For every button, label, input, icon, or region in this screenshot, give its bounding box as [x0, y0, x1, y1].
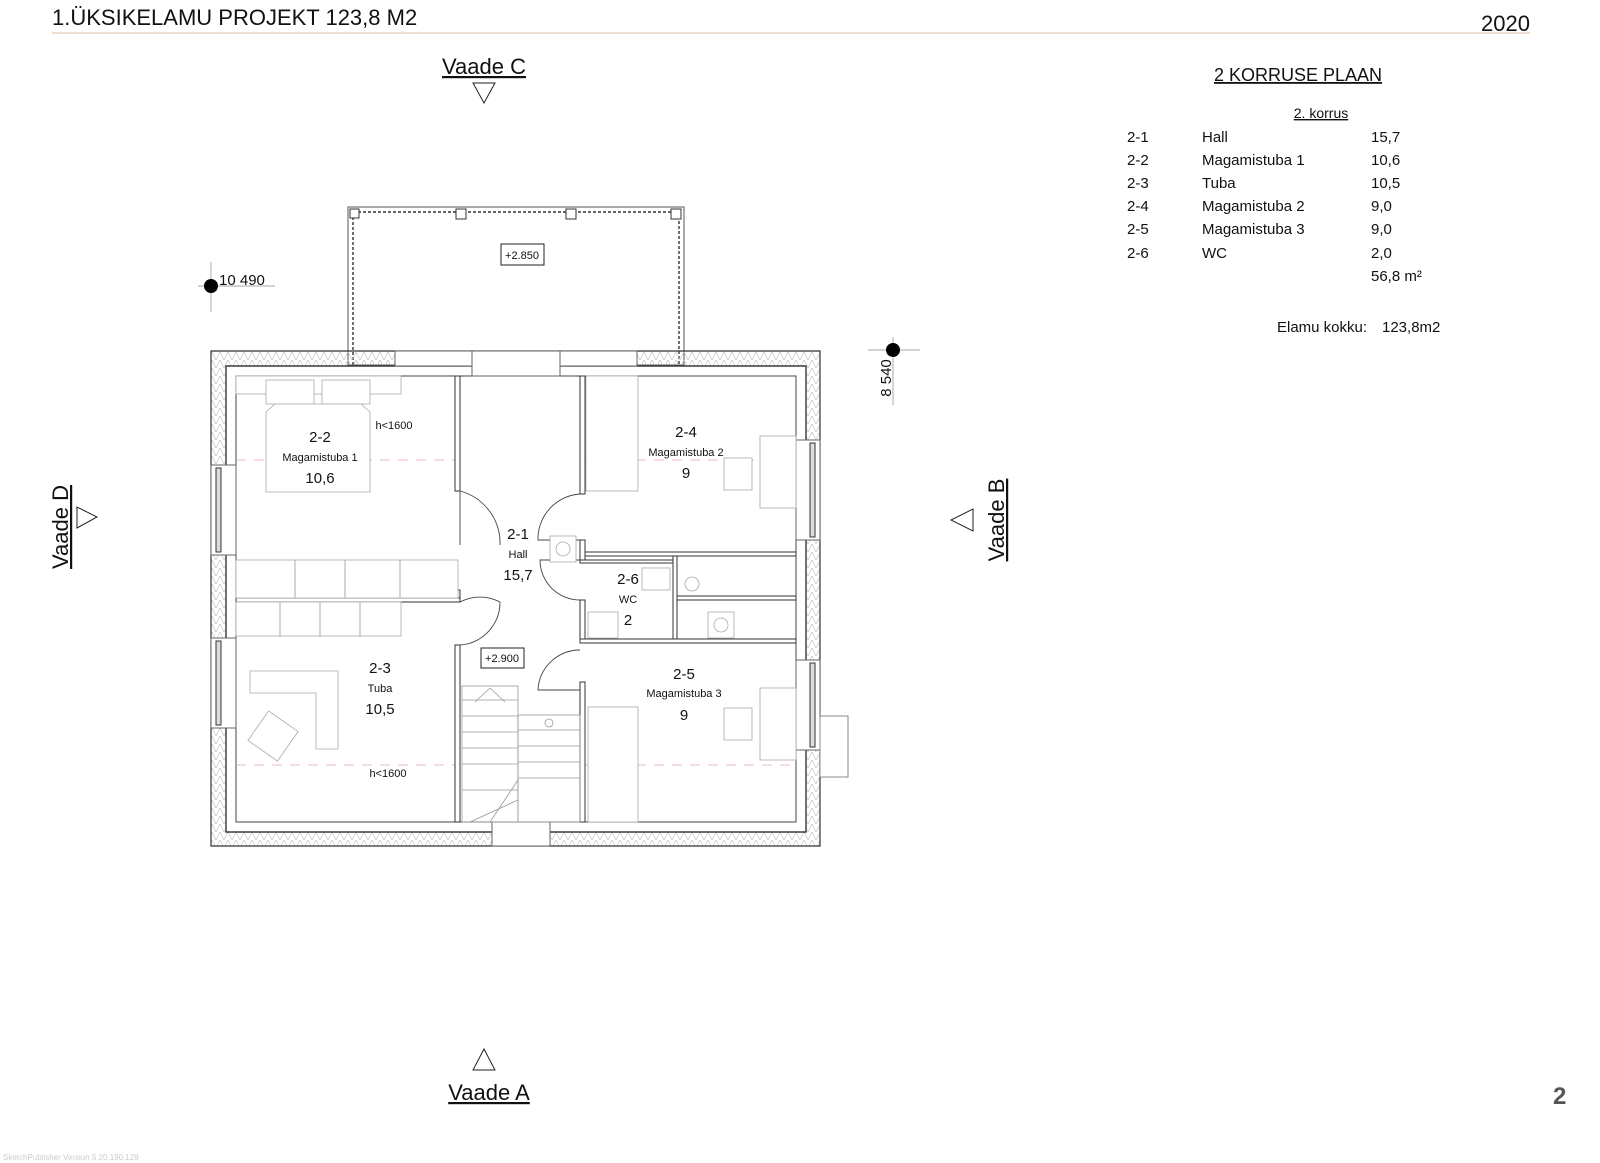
row-name: WC — [1202, 245, 1227, 262]
row-id: 2-6 — [1127, 245, 1149, 262]
view-c-label: Vaade C — [442, 54, 526, 79]
room-2-5: 2-5 Magamistuba 3 9 — [646, 666, 721, 724]
balcony-level-label: +2.850 — [505, 250, 539, 262]
schedule-row: 2-3 Tuba 10,5 — [1127, 175, 1400, 192]
room-schedule: 2 KORRUSE PLAAN 2. korrus 2-1 Hall 15,7 … — [1127, 65, 1440, 336]
row-name: Magamistuba 1 — [1202, 152, 1305, 169]
room-id: 2-1 — [507, 526, 529, 543]
doors — [459, 490, 581, 691]
coord-x-label: 10 490 — [219, 272, 265, 289]
vent-icon — [713, 617, 729, 633]
coordinate-marker-x: 10 490 — [198, 262, 275, 312]
room-area: 2 — [624, 612, 632, 629]
publisher-watermark: SketchPublisher Version 5.20.190.129 — [3, 1153, 139, 1162]
room-2-4: 2-4 Magamistuba 2 9 — [648, 424, 723, 482]
schedule-subtitle: 2. korrus — [1294, 105, 1348, 121]
schedule-total: 56,8 m² — [1371, 268, 1422, 285]
row-name: Tuba — [1202, 175, 1236, 192]
furniture — [235, 375, 797, 823]
marker-dot-icon — [886, 343, 900, 357]
page-number: 2 — [1553, 1083, 1566, 1110]
room-id: 2-6 — [617, 571, 639, 588]
room-id: 2-3 — [369, 660, 391, 677]
staircase — [461, 685, 581, 823]
floor-level-tag: +2.900 — [480, 647, 525, 669]
schedule-row: 2-2 Magamistuba 1 10,6 — [1127, 152, 1400, 169]
room-area: 9 — [682, 465, 690, 482]
sheet-year: 2020 — [1481, 11, 1530, 36]
room-height-note: h<1600 — [369, 768, 406, 780]
room-name: Magamistuba 3 — [646, 688, 721, 700]
room-area: 9 — [680, 707, 688, 724]
schedule-row: 2-5 Magamistuba 3 9,0 — [1127, 221, 1392, 238]
row-name: Hall — [1202, 129, 1228, 146]
room-name: Magamistuba 2 — [648, 447, 723, 459]
room-id: 2-2 — [309, 429, 331, 446]
row-name: Magamistuba 2 — [1202, 198, 1305, 215]
view-d-arrow-icon — [76, 506, 99, 529]
row-id: 2-3 — [1127, 175, 1149, 192]
room-name: Magamistuba 1 — [282, 452, 357, 464]
room-height-note: h<1600 — [375, 420, 412, 432]
schedule-row: 2-4 Magamistuba 2 9,0 — [1127, 198, 1392, 215]
house-total-value: 123,8m2 — [1382, 319, 1440, 336]
interior-walls — [235, 375, 797, 823]
room-area: 15,7 — [503, 567, 532, 584]
row-area: 10,5 — [1371, 175, 1400, 192]
room-name: Hall — [509, 549, 528, 561]
marker-dot-icon — [204, 279, 218, 293]
house-total-label: Elamu kokku: — [1277, 319, 1367, 336]
room-name: WC — [619, 594, 637, 606]
row-id: 2-4 — [1127, 198, 1149, 215]
row-area: 15,7 — [1371, 129, 1400, 146]
floor-level-label: +2.900 — [485, 653, 519, 665]
row-area: 9,0 — [1371, 198, 1392, 215]
schedule-title: 2 KORRUSE PLAAN — [1214, 65, 1382, 85]
room-id: 2-5 — [673, 666, 695, 683]
schedule-row: 2-1 Hall 15,7 — [1127, 129, 1400, 146]
sheet-title: 1.ÜKSIKELAMU PROJEKT 123,8 M2 — [52, 5, 417, 30]
row-id: 2-5 — [1127, 221, 1149, 238]
room-2-3: 2-3 Tuba 10,5 h<1600 — [365, 660, 406, 780]
chimney-icon — [555, 541, 571, 557]
row-area: 10,6 — [1371, 152, 1400, 169]
room-2-2: 2-2 Magamistuba 1 10,6 h<1600 — [282, 420, 412, 487]
row-id: 2-2 — [1127, 152, 1149, 169]
view-a-label: Vaade A — [448, 1080, 530, 1105]
row-area: 9,0 — [1371, 221, 1392, 238]
view-d-label: Vaade D — [48, 485, 73, 569]
vent-icon — [684, 576, 700, 592]
room-area: 10,5 — [365, 701, 394, 718]
row-area: 2,0 — [1371, 245, 1392, 262]
room-2-1: 2-1 Hall 15,7 — [503, 526, 532, 584]
view-b-label: Vaade B — [984, 479, 1009, 562]
view-b-arrow-icon — [949, 508, 974, 532]
view-c: Vaade C — [442, 54, 526, 105]
view-c-arrow-icon — [472, 82, 496, 105]
room-id: 2-4 — [675, 424, 697, 441]
view-b: Vaade B — [949, 479, 1009, 562]
coord-y-label: 8 540 — [878, 359, 895, 397]
row-name: Magamistuba 3 — [1202, 221, 1305, 238]
room-2-6: 2-6 WC 2 — [617, 571, 639, 629]
coordinate-marker-y: 8 540 — [868, 337, 920, 405]
row-id: 2-1 — [1127, 129, 1149, 146]
view-a: Vaade A — [448, 1047, 530, 1105]
view-d: Vaade D — [48, 485, 99, 569]
room-name: Tuba — [368, 683, 394, 695]
view-a-arrow-icon — [472, 1047, 496, 1071]
room-area: 10,6 — [305, 470, 334, 487]
schedule-row: 2-6 WC 2,0 — [1127, 245, 1392, 262]
balcony: +2.850 — [347, 206, 685, 366]
